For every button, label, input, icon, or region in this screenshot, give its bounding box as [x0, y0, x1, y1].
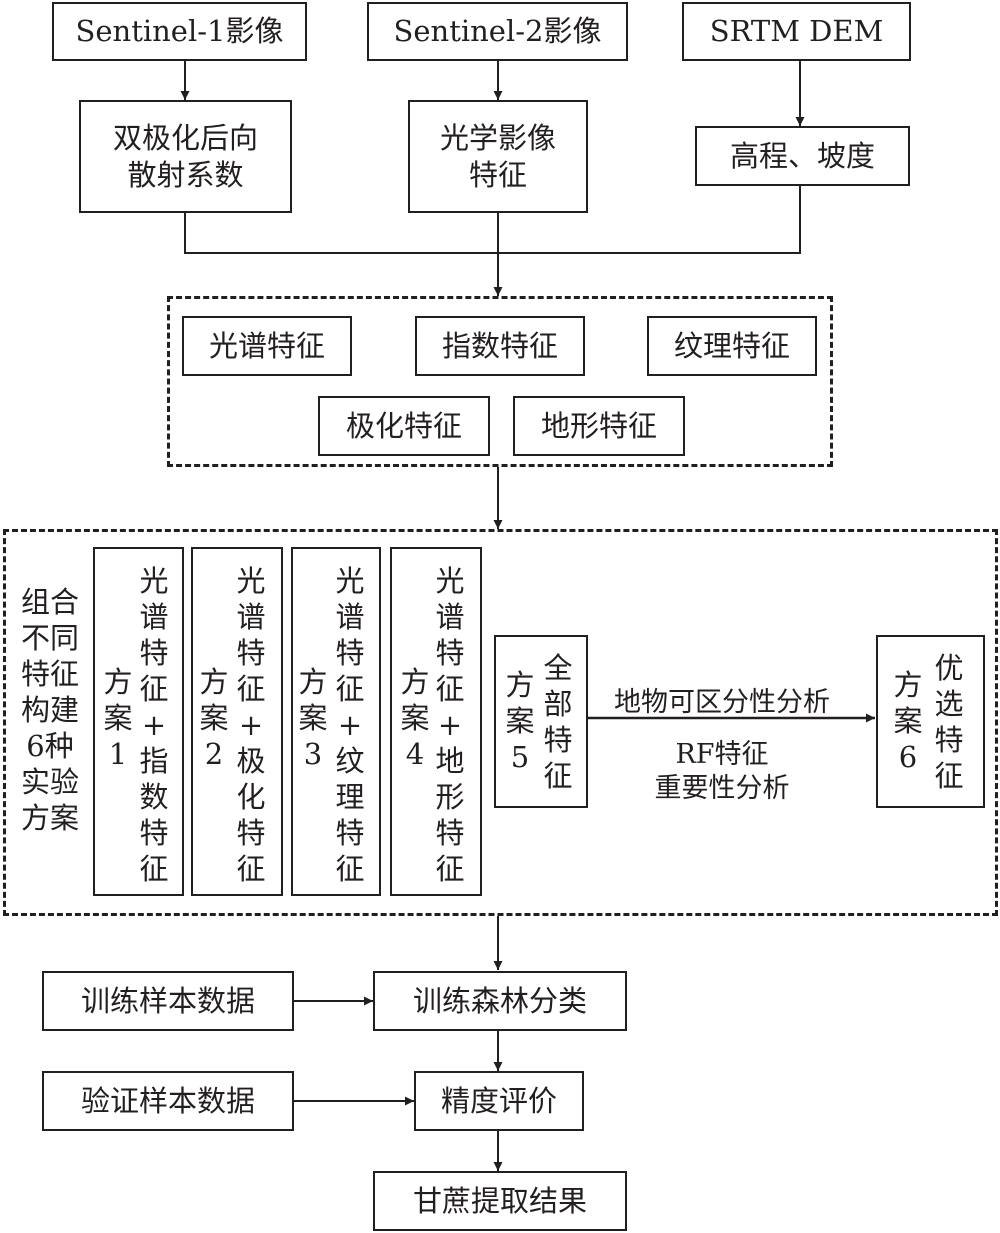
validation-samples-box: 验证样本数据 [42, 1071, 294, 1131]
random-forest-classification-box: 训练森林分类 [373, 971, 627, 1031]
scheme-4-features: 光谱特征+地形特征 [435, 564, 465, 886]
backscatter-line-2: 散射系数 [127, 157, 244, 192]
sugarcane-result-box: 甘蔗提取结果 [373, 1171, 627, 1231]
scheme-6-box [876, 635, 985, 808]
accuracy-assessment-box: 精度评价 [414, 1071, 584, 1131]
rf-importance-label-2: 重要性分析 [654, 773, 790, 804]
scheme-6-features: 优选特征 [934, 651, 964, 793]
backscatter-box: 双极化后向 散射系数 [79, 100, 292, 213]
rf-importance-label-1: RF特征 [675, 739, 769, 770]
scheme-5-box [494, 635, 588, 808]
srtm-dem-box: SRTM DEM [682, 2, 911, 61]
sentinel2-box: Sentinel-2影像 [367, 2, 628, 61]
scheme-group-label: 组合 不同 特征 构建 6种 实验 方案 [20, 585, 79, 835]
separability-analysis-label: 地物可区分性分析 [614, 687, 830, 718]
elevation-slope-box: 高程、坡度 [695, 126, 910, 186]
backscatter-line-1: 双极化后向 [112, 121, 258, 156]
sentinel1-box: Sentinel-1影像 [52, 2, 307, 61]
scheme-group [3, 529, 998, 916]
optical-feature-box: 光学影像 特征 [408, 100, 588, 213]
training-samples-box: 训练样本数据 [42, 971, 294, 1031]
feature-group [167, 296, 833, 467]
optical-feature-line-1: 光学影像 [439, 121, 556, 156]
scheme-1-features: 光谱特征+指数特征 [139, 564, 169, 886]
optical-feature-line-2: 特征 [468, 157, 527, 192]
polarization-feature-box: 极化特征 [318, 396, 490, 456]
scheme-5-features: 全部特征 [543, 651, 573, 793]
index-feature-box: 指数特征 [415, 316, 585, 376]
terrain-feature-box: 地形特征 [513, 396, 685, 456]
scheme-3-features: 光谱特征+纹理特征 [335, 564, 365, 886]
spectral-feature-box: 光谱特征 [182, 316, 352, 376]
scheme-1-box [93, 547, 184, 896]
scheme-3-box [291, 547, 381, 896]
scheme-4-box [390, 547, 482, 896]
scheme-2-features: 光谱特征+极化特征 [236, 564, 266, 886]
scheme-2-box [191, 547, 283, 896]
texture-feature-box: 纹理特征 [647, 316, 817, 376]
